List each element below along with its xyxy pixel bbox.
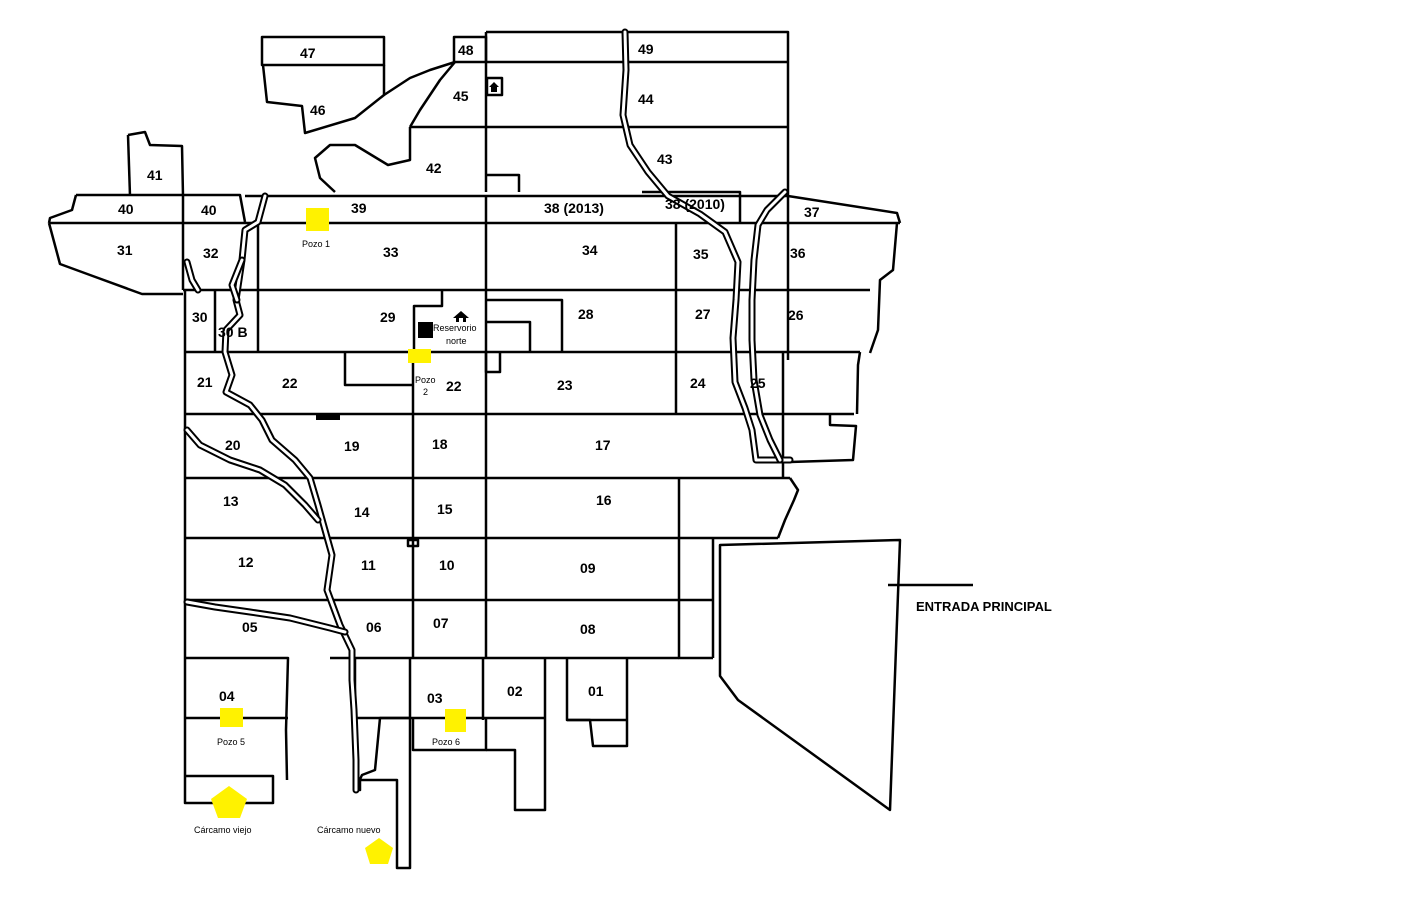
lot-21[interactable]: 21 <box>197 374 213 390</box>
lot-29[interactable]: 29 <box>380 309 396 325</box>
wells <box>211 208 466 864</box>
lot-27[interactable]: 27 <box>695 306 711 322</box>
lot-42[interactable]: 42 <box>426 160 442 176</box>
lot-24[interactable]: 24 <box>690 375 706 391</box>
lot-33[interactable]: 33 <box>383 244 399 260</box>
lot-39[interactable]: 39 <box>351 200 367 216</box>
carcamo-viejo-label: Cárcamo viejo <box>194 825 252 835</box>
lot-13[interactable]: 13 <box>223 493 239 509</box>
lot-30[interactable]: 30 <box>192 309 208 325</box>
entrada-principal-label: ENTRADA PRINCIPAL <box>916 599 1052 614</box>
lot-49[interactable]: 49 <box>638 41 654 57</box>
lot-19[interactable]: 19 <box>344 438 360 454</box>
lot-06[interactable]: 06 <box>366 619 382 635</box>
lot-31[interactable]: 31 <box>117 242 133 258</box>
lot-41[interactable]: 41 <box>147 167 163 183</box>
lot-23[interactable]: 23 <box>557 377 573 393</box>
lot-10[interactable]: 10 <box>439 557 455 573</box>
lot-40-east[interactable]: 40 <box>201 202 217 218</box>
lot-46[interactable]: 46 <box>310 102 326 118</box>
lot-25[interactable]: 25 <box>750 375 766 391</box>
lot-43[interactable]: 43 <box>657 151 673 167</box>
lot-28[interactable]: 28 <box>578 306 594 322</box>
pozo-6-marker[interactable] <box>445 709 466 732</box>
lot-12[interactable]: 12 <box>238 554 254 570</box>
lot-18[interactable]: 18 <box>432 436 448 452</box>
lot-04[interactable]: 04 <box>219 688 235 704</box>
carcamo-viejo-marker[interactable] <box>211 786 247 818</box>
lot-14[interactable]: 14 <box>354 504 370 520</box>
lot-08[interactable]: 08 <box>580 621 596 637</box>
pozo-1-label: Pozo 1 <box>302 239 330 249</box>
lot-15[interactable]: 15 <box>437 501 453 517</box>
lot-47[interactable]: 47 <box>300 45 316 61</box>
lot-40-west[interactable]: 40 <box>118 201 134 217</box>
lot-32[interactable]: 32 <box>203 245 219 261</box>
lot-44[interactable]: 44 <box>638 91 654 107</box>
pozo-1-marker[interactable] <box>306 208 329 231</box>
lot-34[interactable]: 34 <box>582 242 598 258</box>
reservorio-marker[interactable] <box>418 322 433 338</box>
lot-05[interactable]: 05 <box>242 619 258 635</box>
carcamo-nuevo-marker[interactable] <box>365 838 393 864</box>
feature-labels: Pozo 1 Pozo 2 Pozo 5 Pozo 6 Reservorio n… <box>194 239 1052 835</box>
lot-boundaries <box>47 30 973 870</box>
streams <box>183 28 794 794</box>
lot-22-west[interactable]: 22 <box>282 375 298 391</box>
lot-26[interactable]: 26 <box>788 307 804 323</box>
pozo-5-label: Pozo 5 <box>217 737 245 747</box>
lot-37[interactable]: 37 <box>804 204 820 220</box>
lot-22-east[interactable]: 22 <box>446 378 462 394</box>
lot-11[interactable]: 11 <box>361 557 376 573</box>
reservorio-label-line1: Reservorio <box>433 323 477 333</box>
lot-38-2010[interactable]: 38 (2010) <box>665 196 725 212</box>
lot-labels: 47 48 49 46 45 44 41 42 43 40 40 39 38 (… <box>117 41 820 706</box>
lot-01[interactable]: 01 <box>588 683 604 699</box>
lot-09[interactable]: 09 <box>580 560 596 576</box>
lot-30b[interactable]: 30 B <box>218 324 248 340</box>
house-icon <box>489 82 499 92</box>
pozo-2-marker[interactable] <box>408 349 431 363</box>
lot-48[interactable]: 48 <box>458 42 474 58</box>
lot-16[interactable]: 16 <box>596 492 612 508</box>
pozo-2-label-line1: Pozo <box>415 375 436 385</box>
house-icon <box>453 311 469 322</box>
lot-38-2013[interactable]: 38 (2013) <box>544 200 604 216</box>
lot-36[interactable]: 36 <box>790 245 806 261</box>
lot-20[interactable]: 20 <box>225 437 241 453</box>
carcamo-nuevo-label: Cárcamo nuevo <box>317 825 381 835</box>
reservorio-label-line2: norte <box>446 336 467 346</box>
lot-02[interactable]: 02 <box>507 683 523 699</box>
lot-03[interactable]: 03 <box>427 690 443 706</box>
pozo-2-label-line2: 2 <box>423 387 428 397</box>
lot-45[interactable]: 45 <box>453 88 469 104</box>
pozo-6-label: Pozo 6 <box>432 737 460 747</box>
pozo-5-marker[interactable] <box>220 708 243 727</box>
lot-35[interactable]: 35 <box>693 246 709 262</box>
lot-07[interactable]: 07 <box>433 615 449 631</box>
lot-17[interactable]: 17 <box>595 437 611 453</box>
